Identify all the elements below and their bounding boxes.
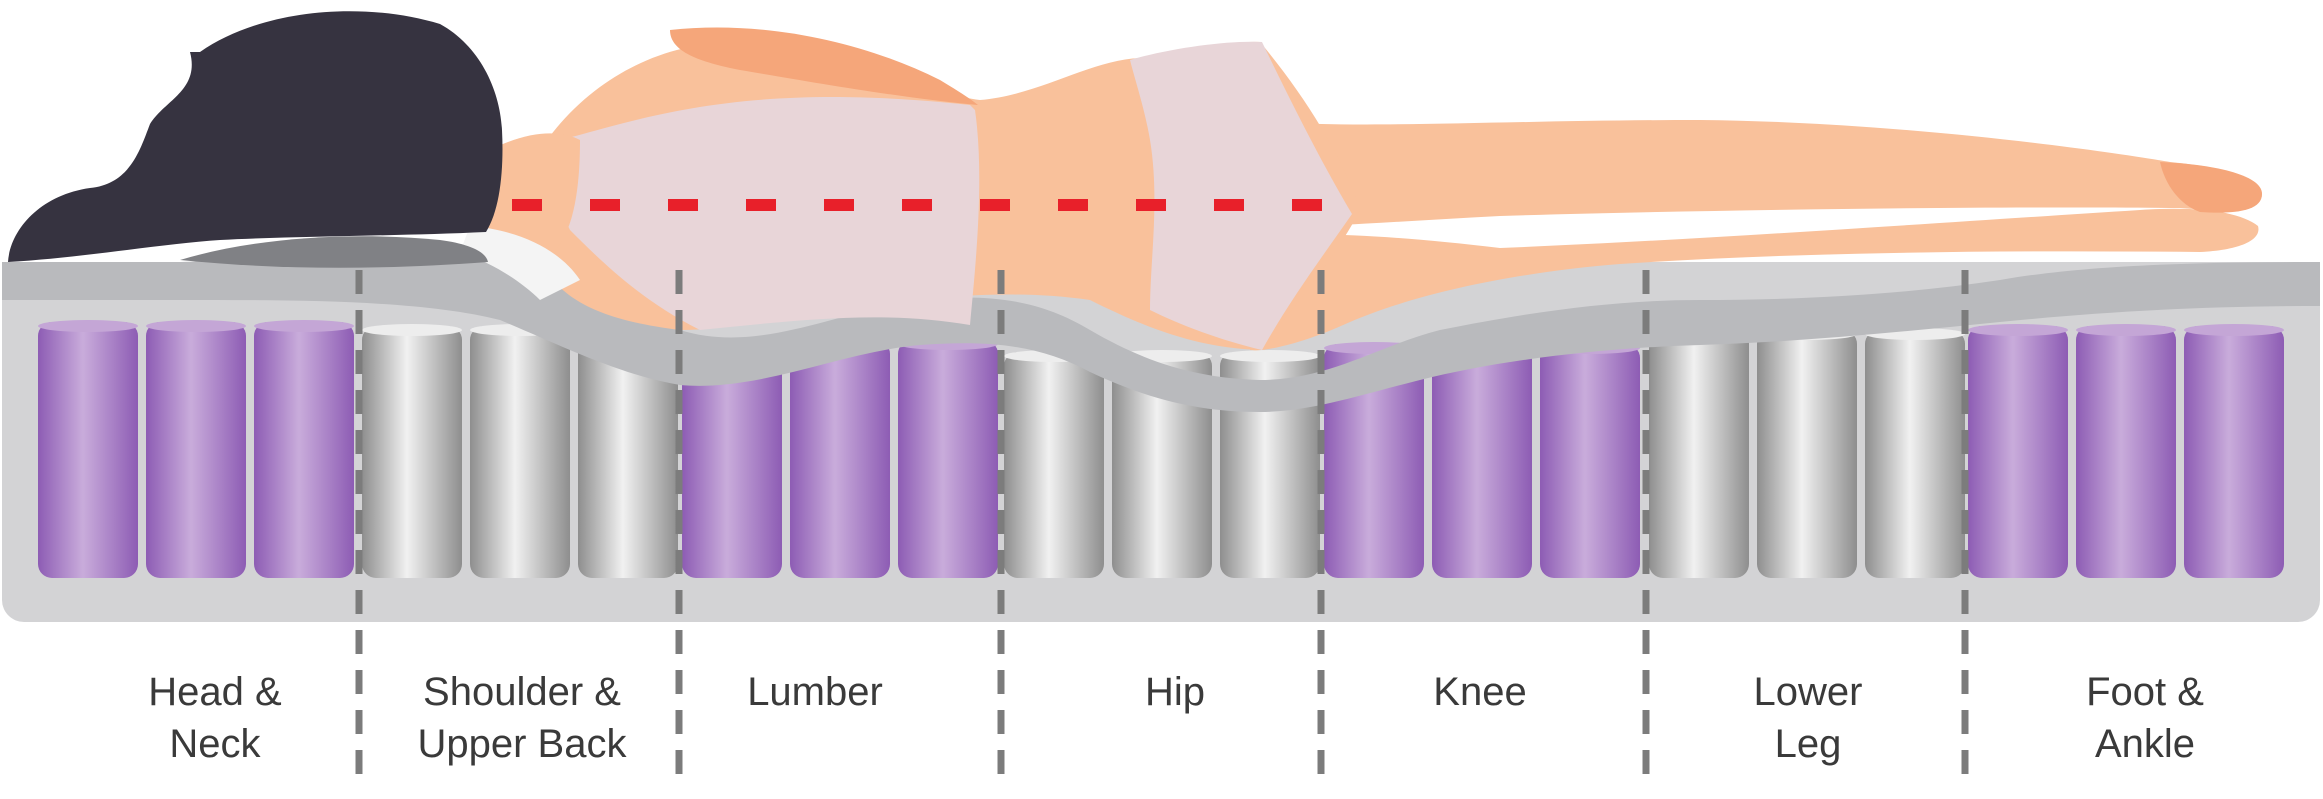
zone-label-line: Neck xyxy=(169,722,261,766)
coil-lower-leg xyxy=(1757,330,1857,578)
coil-head-neck xyxy=(146,322,246,578)
coil-knee xyxy=(1432,344,1532,578)
coil-knee xyxy=(1324,344,1424,578)
coil-hip xyxy=(1112,352,1212,578)
coil-lumber xyxy=(898,340,998,578)
zone-label-line: Lumber xyxy=(747,670,883,714)
zone-label-hip: Hip xyxy=(1025,666,1325,718)
coil-cap-foot-ankle xyxy=(2184,324,2284,336)
sleeping-woman-icon xyxy=(8,11,2262,351)
zone-label-line: Upper Back xyxy=(417,722,627,766)
zone-label-foot-ankle: Foot & Ankle xyxy=(1995,666,2295,770)
coil-shoulder-upper-back xyxy=(578,326,678,578)
coil-shoulder-upper-back xyxy=(362,326,462,578)
coil-cap-head-neck xyxy=(38,320,138,332)
coil-lower-leg xyxy=(1865,330,1965,578)
coil-cap-head-neck xyxy=(254,320,354,332)
zone-label-lower-leg: Lower Leg xyxy=(1658,666,1958,770)
coil-shoulder-upper-back xyxy=(470,326,570,578)
zone-label-shoulder-upper-back: Shoulder & Upper Back xyxy=(372,666,672,770)
zone-label-knee: Knee xyxy=(1330,666,1630,718)
zone-label-line: Ankle xyxy=(2094,722,2196,766)
coil-head-neck xyxy=(38,322,138,578)
coil-foot-ankle xyxy=(1968,326,2068,578)
zone-divider-group xyxy=(355,270,1969,784)
zone-label-line: Knee xyxy=(1433,670,1527,714)
coil-cap-foot-ankle xyxy=(1968,324,2068,336)
coil-lower-leg xyxy=(1649,330,1749,578)
coil-hip xyxy=(1004,352,1104,578)
coil-foot-ankle xyxy=(2076,326,2176,578)
coil-lumber xyxy=(790,340,890,578)
coil-knee xyxy=(1540,344,1640,578)
coil-foot-ankle xyxy=(2184,326,2284,578)
zone-label-line: Head & xyxy=(148,670,282,714)
zone-label-line: Foot & xyxy=(2086,670,2204,714)
zone-label-line: Lower xyxy=(1753,670,1863,714)
coil-cap-shoulder-upper-back xyxy=(362,324,462,336)
zone-label-head-neck: Head & Neck xyxy=(65,666,365,770)
coil-cap-head-neck xyxy=(146,320,246,332)
zone-label-line: Leg xyxy=(1774,722,1842,766)
coil-lumber xyxy=(682,340,782,578)
zone-label-lumber: Lumber xyxy=(665,666,965,718)
coil-group xyxy=(38,320,2284,578)
coil-head-neck xyxy=(254,322,354,578)
zone-label-line: Shoulder & xyxy=(423,670,621,714)
coil-cap-hip xyxy=(1220,350,1320,362)
zone-label-line: Hip xyxy=(1144,670,1206,714)
coil-cap-foot-ankle xyxy=(2076,324,2176,336)
